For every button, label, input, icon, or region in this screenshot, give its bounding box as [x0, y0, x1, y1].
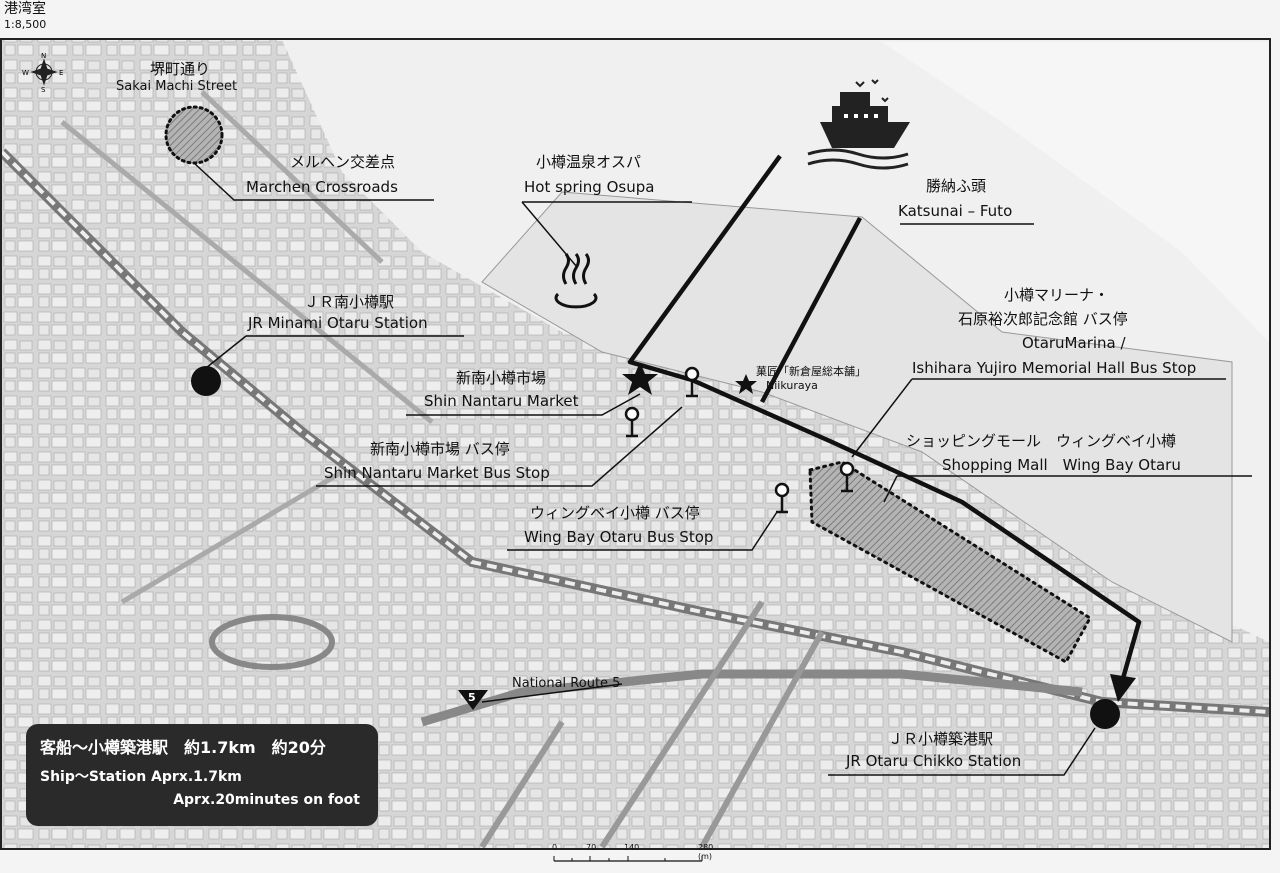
marina-label-en-2: Ishihara Yujiro Memorial Hall Bus Stop — [912, 359, 1197, 377]
info-line-1: 客船～小樽築港駅 約1.7km 約20分 — [40, 738, 326, 757]
otaru-chikko-label-ja: ＪＲ小樽築港駅 — [888, 730, 994, 748]
shin-nantaru-bus-label-ja: 新南小樽市場 バス停 — [370, 440, 510, 458]
star-icon[interactable] — [735, 374, 757, 394]
interchange — [209, 614, 335, 670]
scale-tick-0: 0 — [552, 843, 558, 852]
compass-n: N — [41, 52, 46, 60]
wing-bay-label-ja: ショッピングモール ウィングベイ小樽 — [906, 432, 1177, 450]
leader-lines — [193, 162, 1252, 776]
marchen-crossroads-area[interactable] — [164, 105, 224, 165]
wing-bay-bus-label-en: Wing Bay Otaru Bus Stop — [524, 528, 714, 546]
walking-route-branch — [760, 216, 862, 404]
station-icon[interactable] — [191, 366, 221, 396]
shin-nantaru-label-ja: 新南小樽市場 — [456, 369, 547, 387]
route-arrowhead — [1110, 674, 1136, 702]
marchen-label-ja: メルヘン交差点 — [290, 153, 396, 171]
minami-otaru-label-en: JR Minami Otaru Station — [248, 314, 428, 332]
sakai-street-label-ja: 堺町通り — [150, 60, 211, 78]
shin-nantaru-label-en: Shin Nantaru Market — [424, 392, 579, 410]
otaru-chikko-label-en: JR Otaru Chikko Station — [846, 752, 1022, 770]
route-shield-icon — [458, 690, 488, 710]
scale-bar-graphic — [553, 856, 703, 862]
star-icon[interactable] — [622, 362, 658, 395]
niikuraya-label-en: Niikuraya — [766, 379, 818, 392]
katsunai-label-en: Katsunai – Futo — [898, 202, 1013, 220]
scale-tick-140: 140 — [624, 843, 640, 852]
osupa-label-ja: 小樽温泉オスパ — [536, 153, 642, 171]
shin-nantaru-bus-label-en: Shin Nantaru Market Bus Stop — [324, 464, 550, 482]
wing-bay-label-en: Shopping Mall Wing Bay Otaru — [942, 456, 1181, 474]
marina-label-ja-1: 小樽マリーナ・ — [1004, 286, 1110, 304]
walking-route — [627, 154, 1142, 683]
bus-stop-icon[interactable] — [774, 482, 790, 514]
compass-w: W — [22, 69, 29, 77]
compass-icon — [30, 58, 58, 86]
info-line-3: Aprx.20minutes on foot — [173, 792, 360, 808]
scale-tick-70: 70 — [586, 843, 597, 852]
hot-spring-icon — [554, 253, 598, 309]
side-streets — [479, 600, 825, 848]
map-title: 港湾室 — [4, 1, 46, 17]
ship-icon — [807, 79, 910, 170]
marchen-label-en: Marchen Crossroads — [246, 178, 398, 196]
wing-bay-otaru-mall-area[interactable] — [808, 460, 1092, 665]
sea-area — [882, 42, 1269, 342]
osupa-label-en: Hot spring Osupa — [524, 178, 655, 196]
scale-tick-280: 280 (m) — [698, 843, 714, 861]
bus-stop-icon[interactable] — [624, 406, 640, 438]
national-route-5-road — [420, 669, 1083, 727]
info-line-2: Ship～Station Aprx.1.7km — [40, 769, 242, 785]
national-route-5-label: National Route 5 — [512, 676, 621, 691]
niikuraya-label-ja: 菓匠「新倉屋総本舗」 — [756, 365, 866, 378]
marina-label-ja-2: 石原裕次郎記念館 バス停 — [958, 310, 1128, 328]
marina-label-en-1: OtaruMarina / — [1022, 334, 1126, 352]
station-icon[interactable] — [1090, 699, 1120, 729]
bus-stop-icon[interactable] — [684, 366, 700, 398]
map-header: 港湾室 1:8,500 — [4, 2, 46, 32]
city-streets — [60, 90, 434, 605]
compass-s: S — [41, 86, 46, 94]
katsunai-label-ja: 勝納ふ頭 — [926, 177, 987, 195]
map-canvas[interactable]: N S E W 5 — [2, 40, 1269, 848]
sakai-street-label-en: Sakai Machi Street — [116, 79, 238, 94]
route-shield-number: 5 — [468, 691, 476, 704]
minami-otaru-label-ja: ＪＲ南小樽駅 — [304, 293, 395, 311]
map-scale: 1:8,500 — [4, 18, 47, 31]
map-frame[interactable]: N S E W 5 堺町通り Sakai Machi Street メルヘン交差… — [0, 38, 1271, 850]
compass-e: E — [59, 69, 63, 77]
bus-stop-icon[interactable] — [839, 461, 855, 493]
distance-info-box: 客船～小樽築港駅 約1.7km 約20分 Ship～Station Aprx.1… — [26, 724, 378, 826]
wing-bay-bus-label-ja: ウィングベイ小樽 バス停 — [530, 504, 700, 522]
